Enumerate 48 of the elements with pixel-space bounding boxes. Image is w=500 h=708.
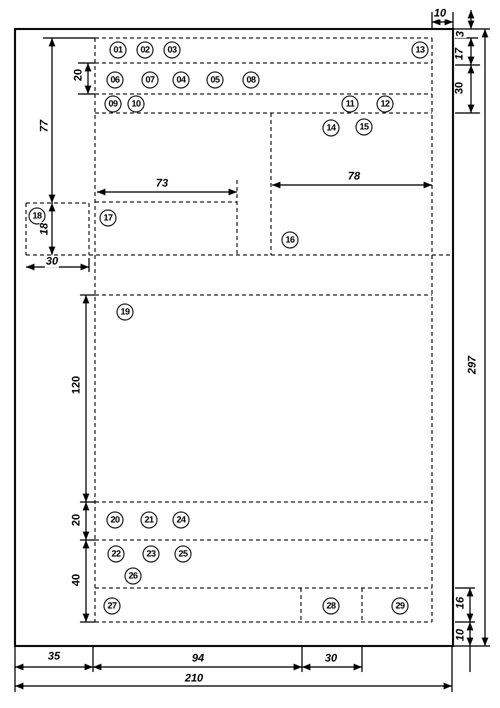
dimension-label: 120 <box>72 374 82 396</box>
callout-number: 19 <box>116 304 134 320</box>
callout-number: 05 <box>206 72 224 88</box>
callout-number: 12 <box>376 96 394 112</box>
callout-number: 04 <box>172 72 190 88</box>
dimension-label: 78 <box>346 172 362 182</box>
callout-number: 15 <box>356 118 372 136</box>
callout-number: 07 <box>142 72 158 88</box>
callout-number: 14 <box>322 120 340 136</box>
dimension-label: 17 <box>454 46 466 62</box>
dimension-label: 297 <box>468 354 478 376</box>
callout-number: 02 <box>136 42 154 58</box>
dimension-label: 16 <box>456 596 466 610</box>
callout-number: 28 <box>322 598 340 614</box>
dimension-label: 210 <box>184 674 204 684</box>
callout-number: 23 <box>142 546 160 562</box>
callout-number: 29 <box>392 598 408 614</box>
callout-number: 16 <box>282 232 298 248</box>
callout-number: 11 <box>342 96 358 112</box>
dimension-label: 18 <box>40 222 50 236</box>
callout-number: 20 <box>106 512 124 528</box>
callout-number: 10 <box>128 96 144 112</box>
dimension-label: 3 <box>456 30 466 38</box>
callout-number: 03 <box>164 42 180 58</box>
dimension-label: 10 <box>456 628 466 642</box>
callout-number: 24 <box>172 512 190 528</box>
dimension-label: 77 <box>40 118 50 134</box>
callout-number: 06 <box>106 72 124 88</box>
dimension-label: 30 <box>454 80 466 96</box>
callout-number: 26 <box>124 568 142 584</box>
dimension-label: 35 <box>46 652 62 662</box>
dimension-label: 73 <box>154 178 170 190</box>
dimension-label: 20 <box>74 68 84 82</box>
dimension-label: 94 <box>190 654 206 664</box>
callout-number: 13 <box>412 42 428 58</box>
callout-number: 22 <box>108 546 124 562</box>
dimension-label: 40 <box>72 572 82 588</box>
dimension-label: 10 <box>432 8 448 20</box>
callout-number: 25 <box>174 546 192 562</box>
dimension-label: 30 <box>44 256 60 268</box>
callout-number: 17 <box>100 210 116 226</box>
callout-number: 27 <box>104 598 120 614</box>
dimension-label: 30 <box>324 654 338 664</box>
callout-number: 08 <box>242 72 260 88</box>
callout-number: 09 <box>104 96 122 112</box>
callout-number: 01 <box>110 42 126 58</box>
callout-number: 21 <box>140 512 158 528</box>
dimension-label: 20 <box>72 512 82 528</box>
